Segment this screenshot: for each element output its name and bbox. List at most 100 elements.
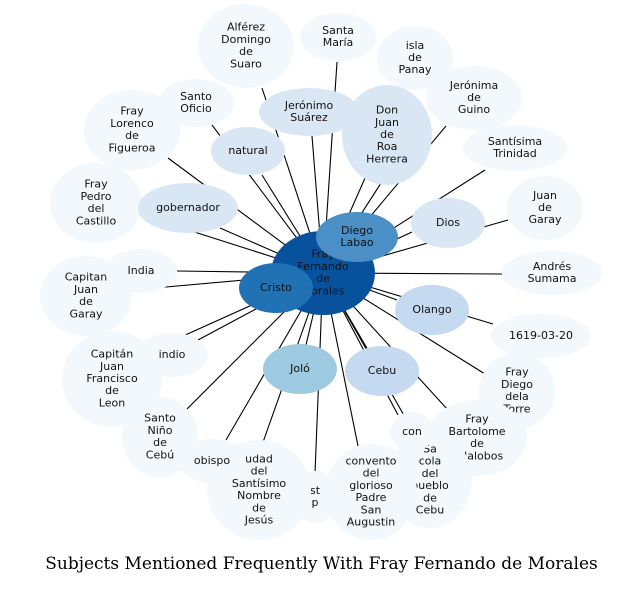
node-alferez-bubble bbox=[198, 4, 294, 88]
node-pedro-castillo-label-line: Castillo bbox=[76, 214, 117, 227]
node-dios: Dios bbox=[411, 198, 485, 248]
node-bartolome-label-line: Bartolome bbox=[448, 425, 505, 438]
node-ciudad-label-line: Nombre bbox=[237, 489, 281, 502]
node-santa-maria-label-line: María bbox=[323, 36, 354, 49]
node-center-label-line: Fernando bbox=[297, 260, 348, 273]
node-jeronima-guino-label-line: Jerónima bbox=[449, 79, 499, 92]
node-st-p-label-line: p bbox=[312, 496, 319, 509]
node-pedro-castillo-label-line: del bbox=[88, 202, 105, 215]
node-diego-labao-label-line: Labao bbox=[340, 236, 374, 249]
node-isla-panay-label-line: Panay bbox=[398, 63, 432, 76]
node-diego-labao-bubble bbox=[316, 212, 398, 262]
node-capitan-garay-label-line: Capitan bbox=[65, 271, 108, 284]
node-indio-bubble bbox=[136, 333, 208, 377]
node-gobernador-bubble bbox=[138, 183, 238, 233]
node-date-1619-label-line: 1619-03-20 bbox=[509, 329, 573, 342]
node-juan-garay-bubble bbox=[507, 176, 583, 240]
node-convento-label-line: Padre bbox=[356, 491, 387, 504]
node-alferez-label-line: Domingo bbox=[221, 33, 271, 46]
node-alferez-label-line: Alférez bbox=[227, 21, 265, 34]
node-jeronima-guino-label-line: Guino bbox=[458, 103, 491, 116]
node-andres-sumama-bubble bbox=[502, 251, 602, 295]
node-capitan-francisco-label-line: Capitán bbox=[91, 348, 134, 361]
node-lorenco-bubble bbox=[84, 90, 180, 170]
node-convento-label-line: San bbox=[361, 503, 382, 516]
node-isla-panay-label-line: isla bbox=[406, 39, 425, 52]
node-olango-label-line: Olango bbox=[412, 303, 451, 316]
node-diego-torre-label-line: dela bbox=[505, 390, 529, 403]
node-isla-panay-bubble bbox=[377, 26, 453, 90]
node-alferez-label-line: de bbox=[239, 45, 253, 58]
node-convento-label-line: del bbox=[363, 467, 380, 480]
node-santa-maria-label-line: Santa bbox=[322, 24, 354, 37]
node-lorenco-label-line: de bbox=[125, 129, 139, 142]
node-diego-labao-label-line: Diego bbox=[341, 224, 373, 237]
node-conv-short: con bbox=[390, 412, 434, 452]
node-natural: natural bbox=[211, 127, 285, 175]
node-lorenco-label-line: Lorenco bbox=[110, 117, 154, 130]
node-pedro-castillo-bubble bbox=[50, 163, 142, 243]
node-convento-bubble bbox=[325, 444, 417, 540]
node-cebu-bubble bbox=[345, 346, 419, 396]
node-santisima-trinidad-label-line: Santísima bbox=[488, 135, 542, 148]
node-jolo-bubble bbox=[263, 344, 337, 394]
node-lorenco-label-line: Fray bbox=[120, 105, 144, 118]
node-diego-torre-label-line: Diego bbox=[501, 378, 533, 391]
node-santo-oficio-label-line: Santo bbox=[180, 90, 212, 103]
node-ciudad-label-line: Jesús bbox=[244, 514, 274, 527]
node-diego-torre-label-line: Fray bbox=[505, 366, 529, 379]
diagram-caption: Subjects Mentioned Frequently With Fray … bbox=[45, 554, 598, 574]
node-jeronimo-suarez-bubble bbox=[259, 88, 359, 136]
node-natural-label-line: natural bbox=[228, 144, 267, 157]
node-santo-cebu-label-line: del bbox=[422, 467, 439, 480]
node-indio: indio bbox=[136, 333, 208, 377]
node-india-label-line: India bbox=[128, 264, 155, 277]
node-santo-nino-label-line: Santo bbox=[144, 412, 176, 425]
node-convento-label-line: Augustin bbox=[347, 516, 396, 529]
node-santo-nino-label-line: Cebú bbox=[146, 448, 174, 461]
node-capitan-garay-label-line: Juan bbox=[73, 283, 98, 296]
node-olango-bubble bbox=[395, 285, 469, 335]
node-isla-panay-label-line: de bbox=[408, 51, 422, 64]
node-jolo: Joló bbox=[263, 344, 337, 394]
node-jeronima-guino-bubble bbox=[426, 66, 522, 130]
node-capitan-francisco-label-line: de bbox=[105, 384, 119, 397]
node-alferez-label-line: Suaro bbox=[230, 57, 262, 70]
node-indio-label-line: indio bbox=[159, 348, 186, 361]
node-conv-short-label-line: con bbox=[402, 425, 422, 438]
node-jeronimo-suarez-label-line: Jerónimo bbox=[284, 99, 334, 112]
node-cristo-label-line: Cristo bbox=[260, 281, 292, 294]
node-don-juan-label-line: Herrera bbox=[366, 152, 408, 165]
node-cebu-label-line: Cebu bbox=[368, 364, 396, 377]
node-ciudad-label-line: de bbox=[252, 501, 266, 514]
node-jeronima-guino-label-line: de bbox=[467, 91, 481, 104]
node-obispo-label-line: obispo bbox=[194, 454, 230, 467]
node-bartolome-label-line: Fray bbox=[465, 413, 489, 426]
node-cristo: Cristo bbox=[239, 263, 313, 313]
node-olango: Olango bbox=[395, 285, 469, 335]
node-capitan-garay-label-line: Garay bbox=[69, 307, 103, 320]
node-cebu: Cebu bbox=[345, 346, 419, 396]
node-santa-maria-bubble bbox=[300, 13, 376, 61]
node-santo-cebu-label-line: pueblo bbox=[411, 479, 449, 492]
node-ciudad-label-line: Santísimo bbox=[232, 477, 287, 490]
node-natural-bubble bbox=[211, 127, 285, 175]
node-santo-cebu-label-line: cola bbox=[419, 455, 442, 468]
node-india-bubble bbox=[105, 249, 177, 293]
node-santo-cebu-label-line: Cebu bbox=[416, 504, 444, 517]
node-ciudad-label-line: del bbox=[251, 465, 268, 478]
node-don-juan-label-line: de bbox=[380, 128, 394, 141]
